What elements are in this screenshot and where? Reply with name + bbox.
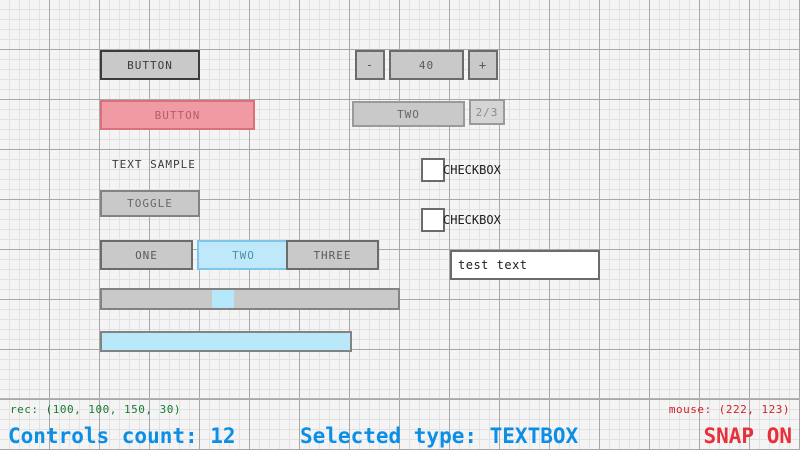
textbox-input[interactable]: test text bbox=[450, 250, 600, 280]
toggle-button-label: TOGGLE bbox=[127, 197, 173, 210]
spinner-decrement-button[interactable]: - bbox=[355, 50, 385, 80]
spinner-value-field[interactable]: 40 bbox=[389, 50, 464, 80]
checkbox-2[interactable] bbox=[421, 208, 445, 232]
checkbox-1[interactable] bbox=[421, 158, 445, 182]
toggle-group-item-three[interactable]: THREE bbox=[286, 240, 379, 270]
progress-bar[interactable] bbox=[100, 331, 352, 352]
progress-bar-fill bbox=[102, 333, 350, 350]
text-sample-value: TEXT SAMPLE bbox=[112, 158, 196, 171]
spinner-increment-label: + bbox=[478, 58, 488, 72]
button-default[interactable]: BUTTON bbox=[100, 50, 200, 80]
slider-handle[interactable] bbox=[212, 290, 234, 308]
dropdown-index-label: 2/3 bbox=[475, 105, 499, 119]
button-danger[interactable]: BUTTON bbox=[100, 100, 255, 130]
dropdown-index-indicator: 2/3 bbox=[469, 99, 505, 125]
status-rec: rec: (100, 100, 150, 30) bbox=[10, 403, 181, 416]
button-danger-label: BUTTON bbox=[154, 108, 201, 122]
status-snap-text: SNAP ON bbox=[703, 424, 792, 448]
toggle-group-item-three-label: THREE bbox=[313, 248, 352, 262]
spinner-value: 40 bbox=[418, 58, 435, 72]
checkbox-1-label-text: CHECKBOX bbox=[443, 163, 501, 177]
status-mouse: mouse: (222, 123) bbox=[669, 403, 790, 416]
toggle-group-item-two[interactable]: TWO bbox=[197, 240, 290, 270]
dropdown-value: TWO bbox=[397, 107, 420, 121]
button-default-label: BUTTON bbox=[127, 58, 173, 72]
status-controls-count-text: Controls count: 12 bbox=[8, 424, 236, 448]
toggle-group-item-two-label: TWO bbox=[232, 248, 255, 262]
spinner-decrement-label: - bbox=[365, 58, 375, 72]
text-sample-label: TEXT SAMPLE bbox=[112, 158, 196, 171]
status-mouse-text: mouse: (222, 123) bbox=[668, 403, 790, 416]
status-selected-type-text: Selected type: TEXTBOX bbox=[300, 424, 579, 448]
checkbox-2-label-text: CHECKBOX bbox=[443, 213, 501, 227]
checkbox-2-label: CHECKBOX bbox=[443, 213, 501, 227]
dropdown-box[interactable]: TWO bbox=[352, 101, 465, 127]
toggle-group-item-one[interactable]: ONE bbox=[100, 240, 193, 270]
toggle-group-item-one-label: ONE bbox=[135, 248, 158, 262]
status-controls-count: Controls count: 12 bbox=[8, 424, 236, 448]
spinner-increment-button[interactable]: + bbox=[468, 50, 498, 80]
status-snap: SNAP ON bbox=[703, 424, 792, 448]
status-bar-divider bbox=[0, 398, 800, 399]
textbox-value: test text bbox=[458, 258, 528, 272]
checkbox-1-label: CHECKBOX bbox=[443, 163, 501, 177]
status-rec-text: rec: (100, 100, 150, 30) bbox=[10, 403, 181, 416]
toggle-button[interactable]: TOGGLE bbox=[100, 190, 200, 217]
slider-track[interactable] bbox=[100, 288, 400, 310]
status-selected-type: Selected type: TEXTBOX bbox=[300, 424, 578, 448]
